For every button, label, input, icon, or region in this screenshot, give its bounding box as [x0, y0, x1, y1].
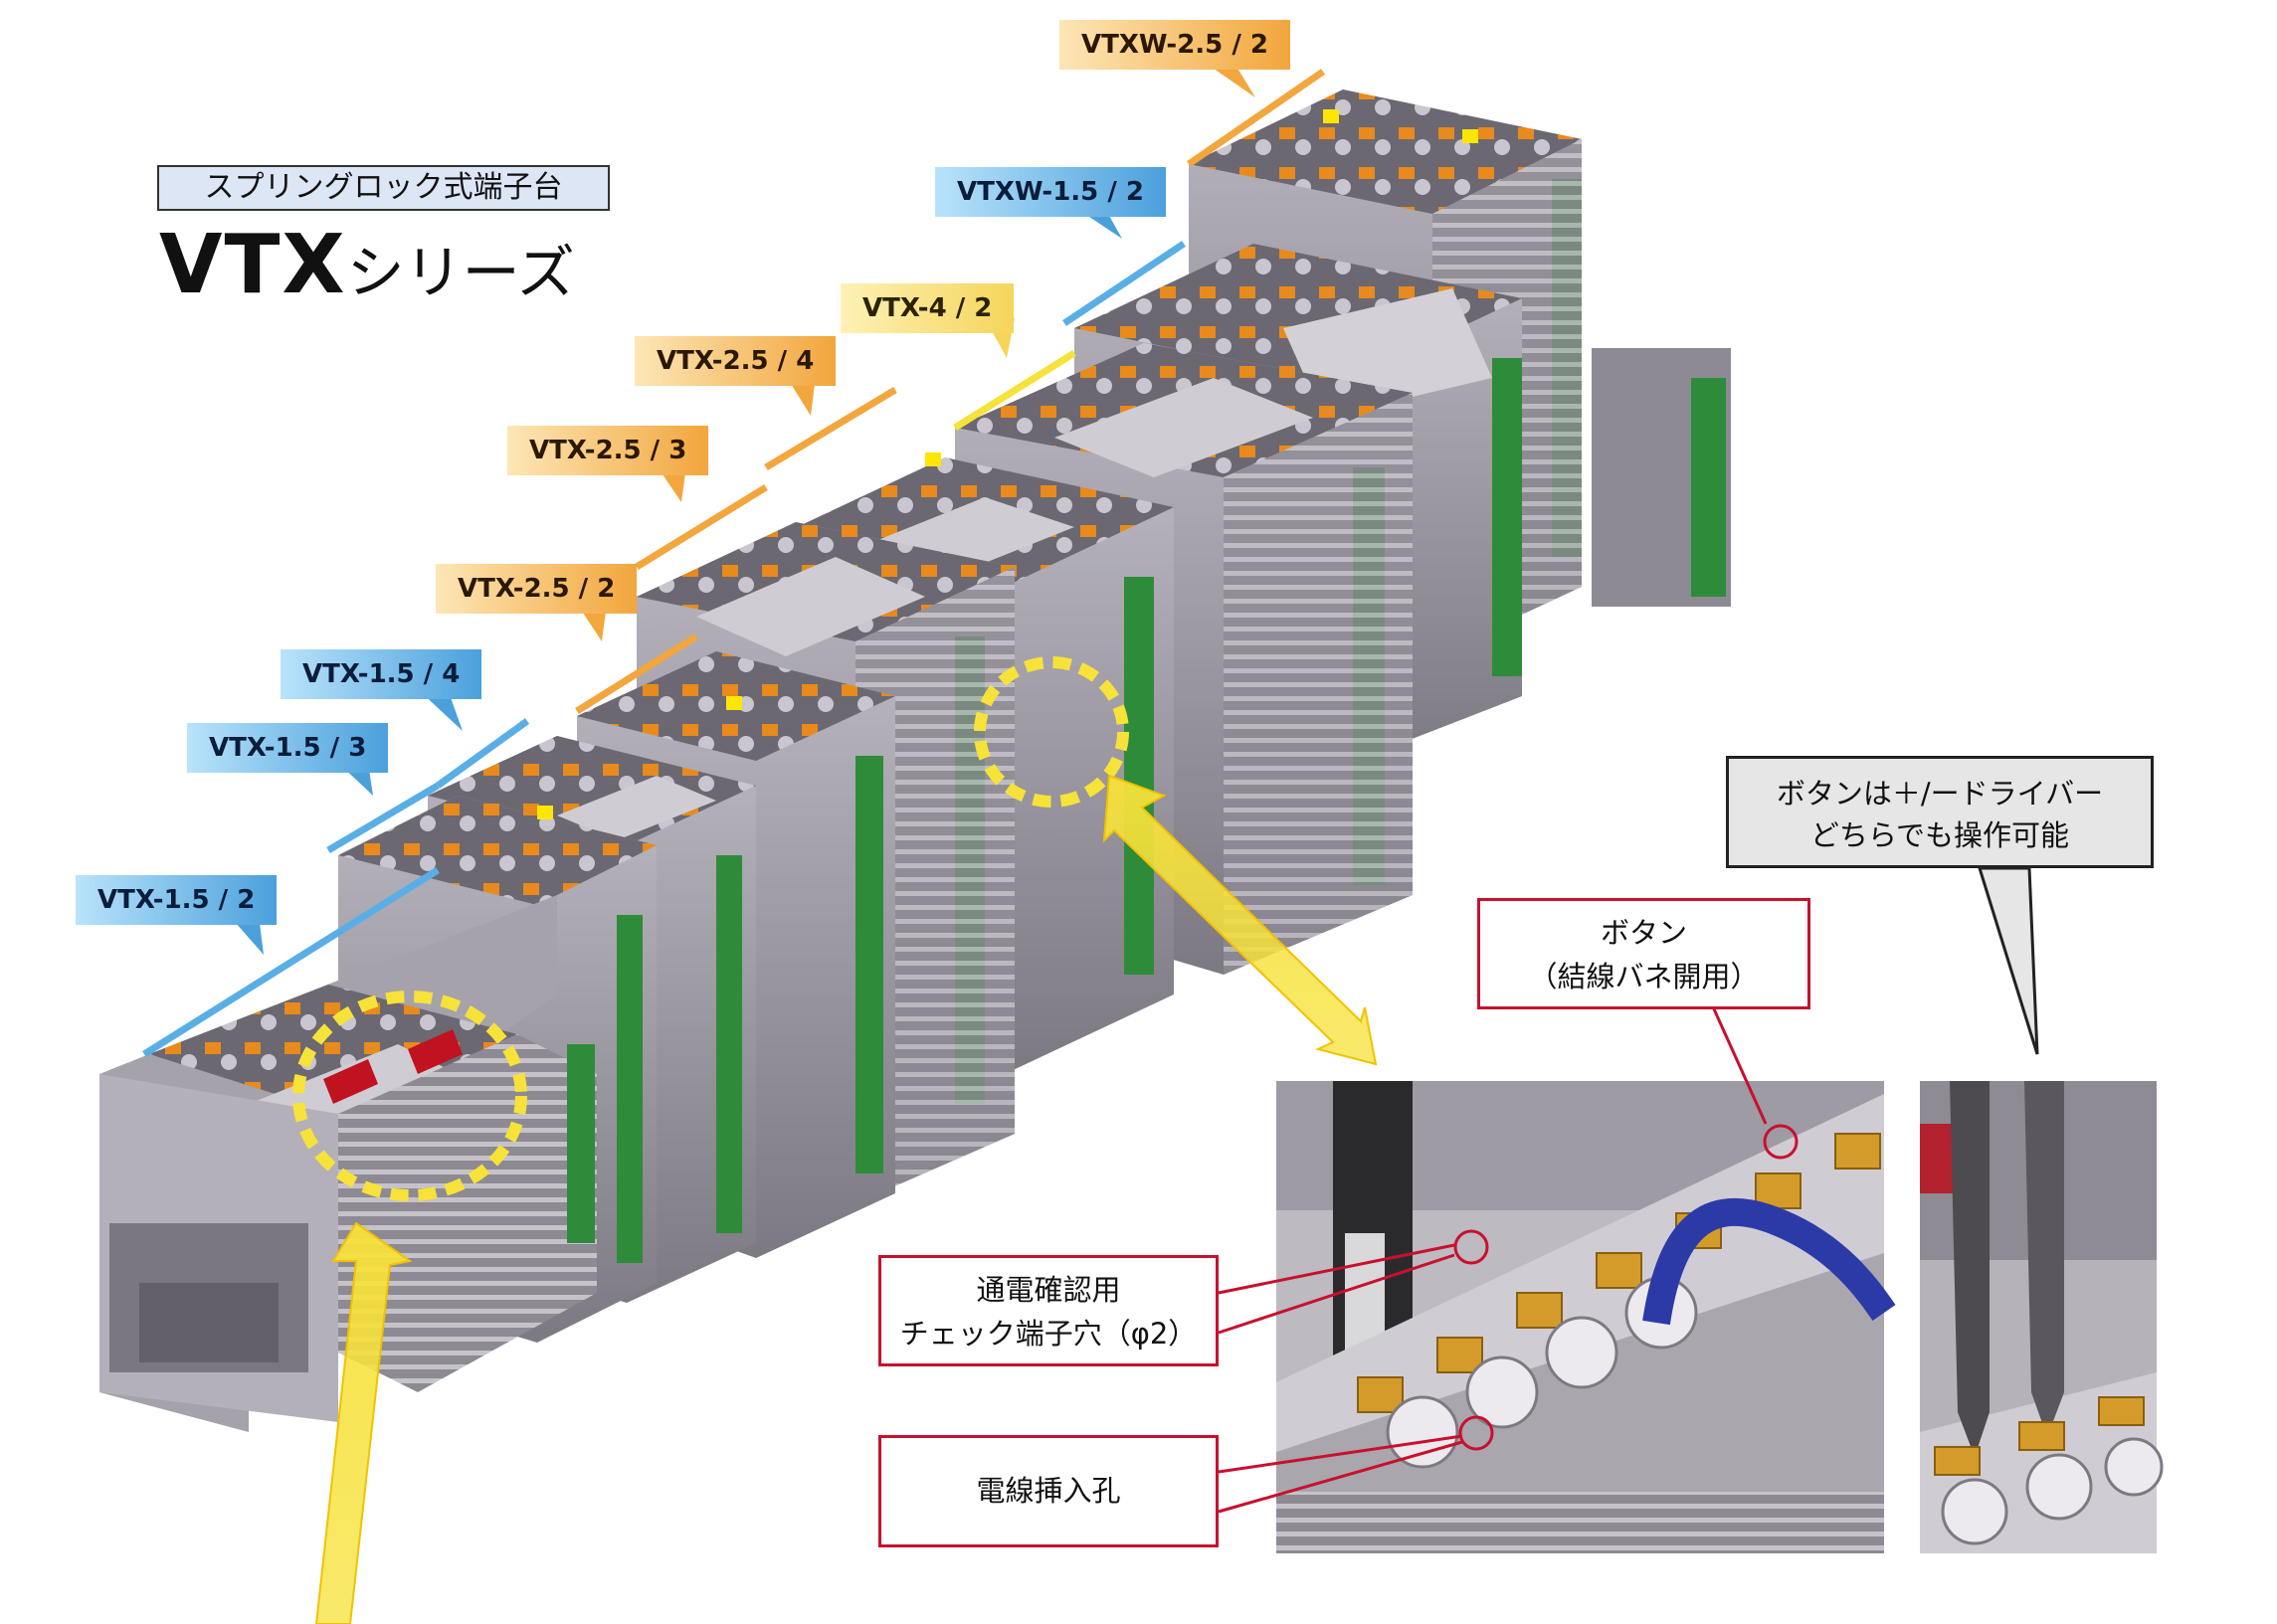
label-vtx-2-5-2: VTX-2.5 / 2 [436, 564, 638, 614]
callout-driver-note: ボタンは＋/ードライバー どちらでも操作可能 [1726, 756, 2154, 868]
callout-driver-note-line1: ボタンは＋/ードライバー [1776, 777, 2104, 811]
label-vtxw-1-5-2: VTXW-1.5 / 2 [935, 167, 1166, 217]
label-vtx-1-5-3: VTX-1.5 / 3 [187, 723, 389, 773]
closeup-photo-wire [1276, 1081, 1896, 1553]
series-title-jp: シリーズ [346, 239, 575, 306]
callout-button-line2: （結線バネ開用） [1528, 960, 1760, 993]
series-leader-lines [142, 69, 1325, 1057]
callout-check-hole-line2: チェック端子穴（φ2） [899, 1317, 1198, 1351]
highlight-circle-center [974, 656, 1129, 808]
highlight-arrow-left [314, 1221, 413, 1624]
label-vtxw-2-5-2: VTXW-2.5 / 2 [1059, 20, 1290, 70]
callout-button-line1: ボタン [1600, 916, 1687, 950]
speech-bubble-tail [1977, 866, 2039, 1055]
callout-check-hole: 通電確認用 チェック端子穴（φ2） [878, 1255, 1219, 1366]
series-title: VTXシリーズ [159, 221, 575, 317]
callout-driver-note-line2: どちらでも操作可能 [1809, 818, 2070, 852]
highlight-arrow-center [1102, 774, 1378, 1066]
highlight-circle-left [292, 991, 527, 1201]
callout-check-hole-line1: 通電確認用 [976, 1273, 1121, 1307]
label-vtx-4-2: VTX-4 / 2 [841, 283, 1015, 333]
label-vtx-2-5-3: VTX-2.5 / 3 [507, 426, 709, 475]
series-subtitle: スプリングロック式端子台 [157, 165, 610, 211]
callout-leader-lines [1218, 1001, 1799, 1514]
callout-button: ボタン （結線バネ開用） [1477, 898, 1810, 1009]
series-title-latin: VTX [159, 218, 347, 312]
label-vtx-1-5-2: VTX-1.5 / 2 [76, 875, 278, 925]
closeup-photo-screwdriver [1920, 1081, 2164, 1553]
label-vtx-2-5-4: VTX-2.5 / 4 [635, 336, 837, 386]
label-vtx-1-5-4: VTX-1.5 / 4 [281, 649, 482, 699]
callout-wire-hole-line1: 電線挿入孔 [976, 1474, 1121, 1508]
vtx-block-assembly [99, 90, 1731, 1432]
callout-wire-hole: 電線挿入孔 [878, 1435, 1219, 1547]
